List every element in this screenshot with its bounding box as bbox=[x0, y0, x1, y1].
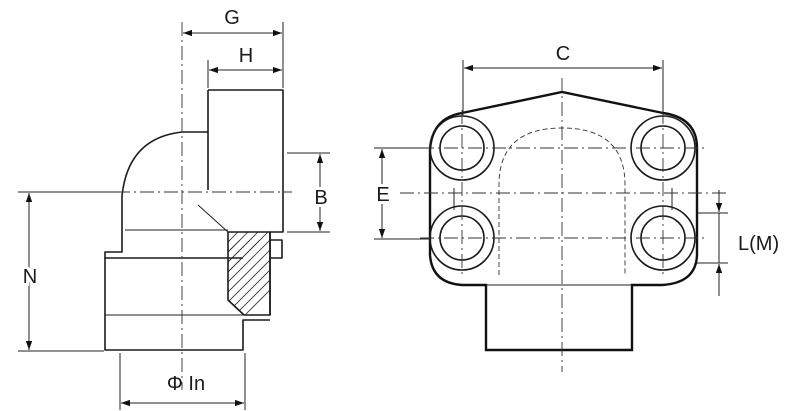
elbow-body-outline bbox=[104, 90, 270, 351]
e-label: E bbox=[376, 184, 389, 206]
g-label: G bbox=[224, 7, 240, 29]
section-hatching bbox=[228, 232, 270, 315]
n-label: N bbox=[23, 266, 37, 288]
b-label: B bbox=[314, 187, 327, 209]
section-outline bbox=[227, 231, 271, 316]
flange-outline bbox=[428, 90, 699, 352]
oring-groove bbox=[270, 239, 283, 259]
side-view: G H B N Φ In bbox=[18, 7, 331, 410]
phi-in-label: Φ In bbox=[167, 373, 205, 395]
l-m-label: L(M) bbox=[738, 233, 779, 255]
front-view: C E L(M) bbox=[373, 43, 779, 372]
flange-block-outline bbox=[208, 89, 284, 315]
bore-outline bbox=[197, 204, 245, 316]
h-label: H bbox=[239, 45, 253, 67]
c-label: C bbox=[556, 43, 570, 65]
